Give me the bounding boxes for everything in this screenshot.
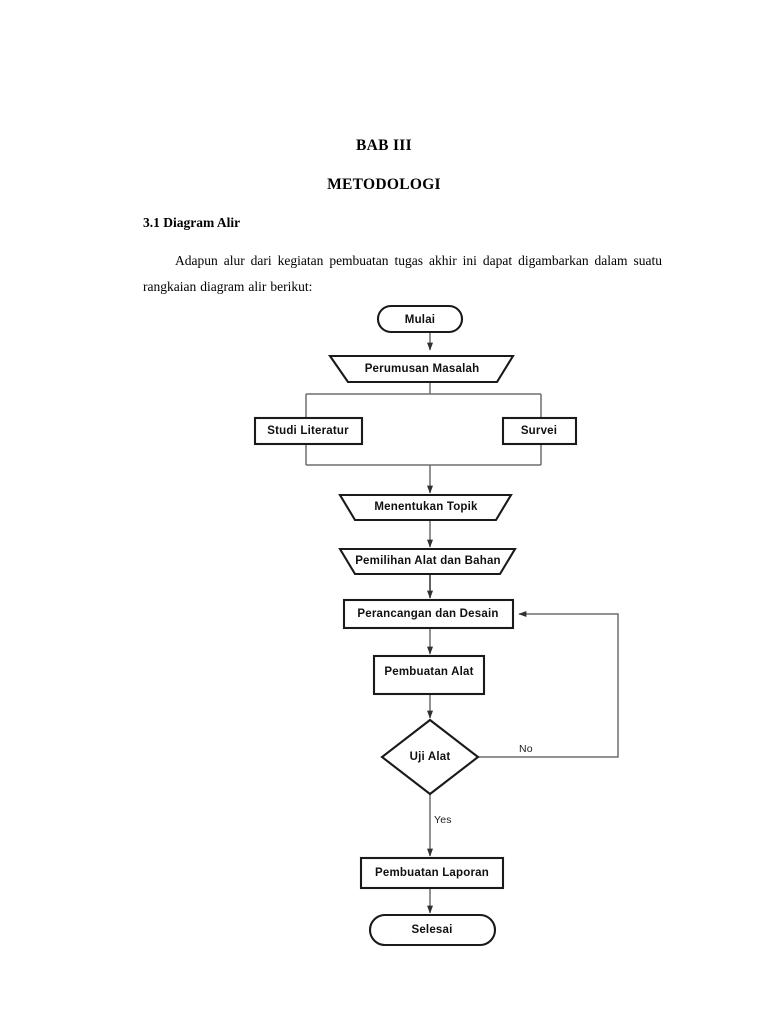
node-design-shape[interactable]	[342, 598, 515, 630]
edge-no-feedback-loop	[478, 610, 619, 758]
node-survey-label: Survei	[521, 425, 557, 437]
node-end-label: Selesai	[411, 924, 452, 936]
node-tool-fabrication-label: Pembuatan Alat	[384, 666, 473, 678]
node-tool-fabrication-shape[interactable]	[372, 654, 486, 696]
node-problem-formulation-shape[interactable]	[327, 354, 515, 384]
chapter-title: METODOLOGI	[327, 176, 441, 193]
node-survey-shape[interactable]	[501, 416, 578, 446]
node-determine-topic-shape[interactable]	[338, 493, 513, 522]
node-tool-material-selection-label: Pemilihan Alat dan Bahan	[355, 555, 501, 567]
node-start-label: Mulai	[405, 314, 435, 326]
edge-label-yes: Yes	[434, 814, 452, 826]
edge-label-no: No	[519, 743, 533, 755]
node-start-shape[interactable]	[376, 304, 464, 334]
section-heading: 3.1 Diagram Alir	[143, 215, 241, 230]
node-literature-study-label: Studi Literatur	[267, 425, 349, 437]
node-determine-topic-label: Menentukan Topik	[374, 501, 478, 513]
node-design-label: Perancangan dan Desain	[357, 608, 498, 620]
node-end-shape[interactable]	[368, 913, 497, 947]
body-paragraph: Adapun alur dari kegiatan pembuatan tuga…	[143, 253, 662, 294]
node-test-decision-shape[interactable]	[380, 718, 480, 796]
chapter-number: BAB III	[356, 137, 412, 154]
node-test-decision-label: Uji Alat	[410, 751, 451, 763]
node-literature-study-shape[interactable]	[253, 416, 364, 446]
node-problem-formulation-label: Perumusan Masalah	[365, 363, 480, 375]
node-report-writing-label: Pembuatan Laporan	[375, 867, 489, 879]
node-report-writing-shape[interactable]	[359, 856, 505, 890]
node-tool-material-selection-shape[interactable]	[338, 547, 517, 576]
